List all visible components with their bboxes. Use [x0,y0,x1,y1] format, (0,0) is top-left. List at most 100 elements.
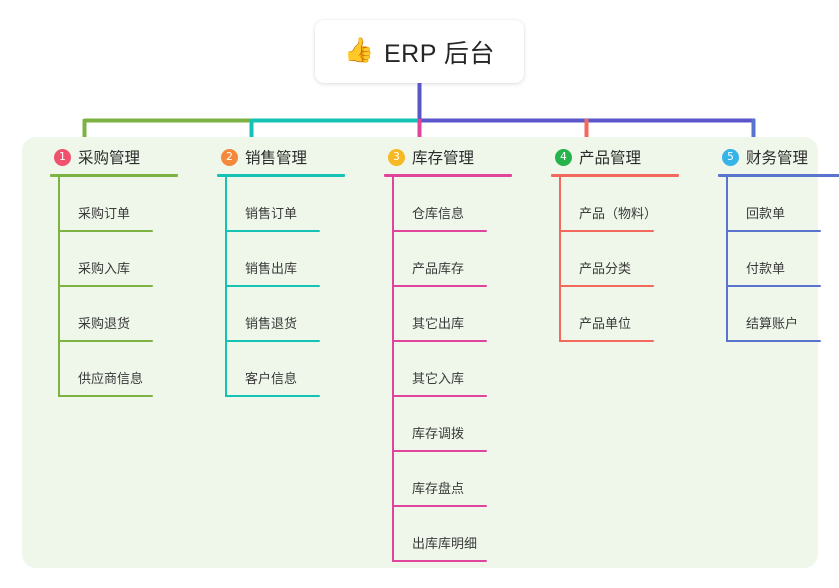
branch-item-rule [225,395,320,397]
thumbs-up-emoji: 👍 [344,36,374,64]
branch-spine-1 [58,177,60,397]
list-item[interactable]: 仓库信息 [370,177,530,232]
branch-item-label: 客户信息 [245,371,298,386]
branch-header-rule-1 [50,174,178,177]
list-item[interactable]: 采购退货 [36,287,196,342]
list-item[interactable]: 销售订单 [203,177,363,232]
branch-item-rule [392,230,487,232]
branch-column-1: 1 采购管理 采购订单 采购入库 采购退货 供应 [36,137,196,397]
branch-item-label: 结算账户 [746,316,799,331]
branch-header-rule-5 [718,174,839,177]
branch-header-4[interactable]: 4 产品管理 [537,137,697,177]
branch-item-label: 产品分类 [579,261,632,276]
branch-item-label: 供应商信息 [78,371,144,386]
branch-item-label: 产品库存 [412,261,465,276]
branch-spine-5 [726,177,728,342]
branch-header-3[interactable]: 3 库存管理 [370,137,530,177]
branch-item-rule [392,285,487,287]
branch-item-rule [559,340,654,342]
branch-item-rule [58,340,153,342]
branch-item-rule [559,230,654,232]
branch-title-5: 财务管理 [746,150,809,167]
branch-item-rule [559,285,654,287]
branch-item-label: 销售订单 [245,206,298,221]
branch-item-rule [225,340,320,342]
branch-items-3: 仓库信息 产品库存 其它出库 其它入库 库存调拨 [370,177,530,562]
branch-column-5: 5 财务管理 回款单 付款单 结算账户 [704,137,839,342]
branch-title-2: 销售管理 [245,150,308,167]
list-item[interactable]: 产品库存 [370,232,530,287]
branch-item-label: 回款单 [746,206,786,221]
branch-item-rule [392,395,487,397]
branch-column-4: 4 产品管理 产品（物料） 产品分类 产品单位 [537,137,697,342]
branch-header-5[interactable]: 5 财务管理 [704,137,839,177]
branch-item-rule [58,285,153,287]
branch-items-1: 采购订单 采购入库 采购退货 供应商信息 [36,177,196,397]
list-item[interactable]: 供应商信息 [36,342,196,397]
branch-item-rule [392,450,487,452]
branch-item-label: 库存盘点 [412,481,465,496]
branch-item-label: 仓库信息 [412,206,465,221]
branch-spine-2 [225,177,227,397]
branch-item-label: 销售出库 [245,261,298,276]
branch-items-4: 产品（物料） 产品分类 产品单位 [537,177,697,342]
branch-spine-4 [559,177,561,342]
list-item[interactable]: 采购订单 [36,177,196,232]
list-item[interactable]: 回款单 [704,177,839,232]
branch-item-rule [392,340,487,342]
branch-header-2[interactable]: 2 销售管理 [203,137,363,177]
list-item[interactable]: 结算账户 [704,287,839,342]
branch-badge-2: 2 [221,148,238,166]
branch-item-label: 库存调拨 [412,426,465,441]
branch-item-label: 采购退货 [78,316,131,331]
branch-item-rule [726,230,821,232]
branch-header-rule-2 [217,174,345,177]
root-node-title: ERP 后台 [383,39,495,68]
branch-badge-1: 1 [54,148,71,166]
list-item[interactable]: 销售出库 [203,232,363,287]
branch-item-label: 付款单 [746,261,786,276]
branch-badge-3: 3 [388,148,405,166]
list-item[interactable]: 库存调拨 [370,397,530,452]
list-item[interactable]: 其它入库 [370,342,530,397]
list-item[interactable]: 出库库明细 [370,507,530,562]
branch-header-rule-3 [384,174,512,177]
branch-title-3: 库存管理 [412,150,475,167]
branch-item-label: 出库库明细 [412,536,478,551]
list-item[interactable]: 付款单 [704,232,839,287]
branch-badge-5: 5 [722,148,739,166]
branch-item-label: 产品单位 [579,316,632,331]
branch-item-rule [726,285,821,287]
branch-item-rule [225,285,320,287]
branch-column-2: 2 销售管理 销售订单 销售出库 销售退货 客户 [203,137,363,397]
root-node[interactable]: 👍 ERP 后台 [315,20,524,83]
list-item[interactable]: 产品单位 [537,287,697,342]
branch-title-1: 采购管理 [78,150,141,167]
branch-item-rule [58,230,153,232]
branch-item-label: 其它出库 [412,316,465,331]
branch-title-4: 产品管理 [579,150,642,167]
branch-item-label: 其它入库 [412,371,465,386]
list-item[interactable]: 销售退货 [203,287,363,342]
branch-item-rule [726,340,821,342]
list-item[interactable]: 采购入库 [36,232,196,287]
branch-header-rule-4 [551,174,679,177]
list-item[interactable]: 客户信息 [203,342,363,397]
branch-spine-3 [392,177,394,562]
branch-items-2: 销售订单 销售出库 销售退货 客户信息 [203,177,363,397]
branch-item-rule [392,560,487,562]
branch-item-rule [392,505,487,507]
branch-header-1[interactable]: 1 采购管理 [36,137,196,177]
branch-item-label: 产品（物料） [579,206,658,221]
list-item[interactable]: 产品（物料） [537,177,697,232]
branches-panel: 1 采购管理 采购订单 采购入库 采购退货 供应 [22,137,839,568]
branch-item-rule [225,230,320,232]
branch-badge-4: 4 [555,148,572,166]
list-item[interactable]: 库存盘点 [370,452,530,507]
branch-item-label: 采购入库 [78,261,131,276]
branch-column-3: 3 库存管理 仓库信息 产品库存 其它出库 其它 [370,137,530,562]
branch-item-label: 销售退货 [245,316,298,331]
list-item[interactable]: 其它出库 [370,287,530,342]
list-item[interactable]: 产品分类 [537,232,697,287]
